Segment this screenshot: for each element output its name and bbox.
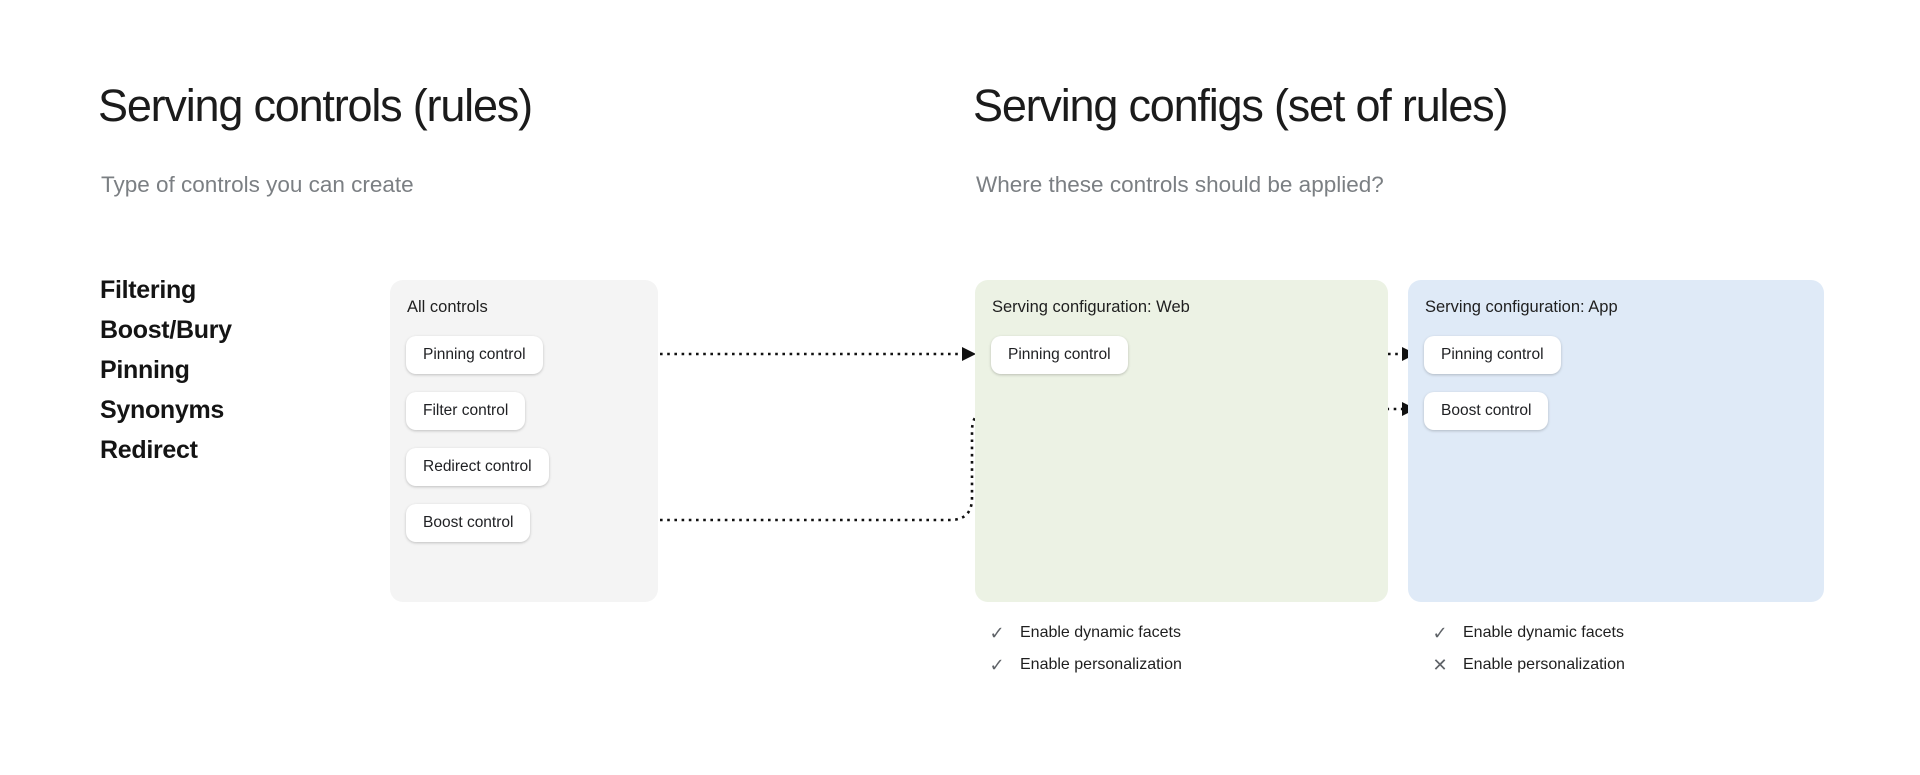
left-section-title: Serving controls (rules) bbox=[98, 80, 533, 131]
left-section-subtitle: Type of controls you can create bbox=[101, 172, 414, 197]
check-icon: ✓ bbox=[989, 654, 1005, 676]
web-setting-dynamic-facets: ✓ Enable dynamic facets bbox=[987, 617, 1182, 649]
control-type-boost-bury: Boost/Bury bbox=[100, 316, 232, 344]
redirect-control-chip[interactable]: Redirect control bbox=[406, 448, 549, 486]
control-types-list: Filtering Boost/Bury Pinning Synonyms Re… bbox=[100, 270, 232, 470]
app-settings-list: ✓ Enable dynamic facets ✕ Enable persona… bbox=[1430, 617, 1625, 681]
right-section-subtitle: Where these controls should be applied? bbox=[976, 172, 1384, 197]
right-section-title: Serving configs (set of rules) bbox=[973, 80, 1508, 131]
setting-label: Enable personalization bbox=[1020, 656, 1182, 673]
setting-label: Enable dynamic facets bbox=[1463, 624, 1624, 641]
control-type-redirect: Redirect bbox=[100, 436, 198, 464]
web-card-label: Serving configuration: Web bbox=[992, 298, 1190, 316]
app-pinning-control-chip[interactable]: Pinning control bbox=[1424, 336, 1561, 374]
all-controls-card: All controls Pinning control Filter cont… bbox=[390, 280, 658, 602]
app-setting-personalization: ✕ Enable personalization bbox=[1430, 649, 1625, 681]
check-icon: ✓ bbox=[989, 622, 1005, 644]
pinning-control-chip[interactable]: Pinning control bbox=[406, 336, 543, 374]
serving-config-web-card: Serving configuration: Web Pinning contr… bbox=[975, 280, 1388, 602]
app-setting-dynamic-facets: ✓ Enable dynamic facets bbox=[1430, 617, 1625, 649]
app-boost-control-chip[interactable]: Boost control bbox=[1424, 392, 1549, 430]
serving-config-app-card: Serving configuration: App Pinning contr… bbox=[1408, 280, 1824, 602]
setting-label: Enable dynamic facets bbox=[1020, 624, 1181, 641]
setting-label: Enable personalization bbox=[1463, 656, 1625, 673]
boost-control-chip[interactable]: Boost control bbox=[406, 504, 531, 542]
web-pinning-control-chip[interactable]: Pinning control bbox=[991, 336, 1128, 374]
filter-control-chip[interactable]: Filter control bbox=[406, 392, 526, 430]
control-type-filtering: Filtering bbox=[100, 276, 196, 304]
control-type-pinning: Pinning bbox=[100, 356, 190, 384]
all-controls-card-label: All controls bbox=[407, 298, 488, 316]
check-icon: ✓ bbox=[1432, 622, 1448, 644]
arrowhead-pinning-web bbox=[962, 347, 976, 361]
x-icon: ✕ bbox=[1432, 654, 1448, 676]
web-settings-list: ✓ Enable dynamic facets ✓ Enable persona… bbox=[987, 617, 1182, 681]
web-setting-personalization: ✓ Enable personalization bbox=[987, 649, 1182, 681]
app-card-label: Serving configuration: App bbox=[1425, 298, 1618, 316]
control-type-synonyms: Synonyms bbox=[100, 396, 225, 424]
